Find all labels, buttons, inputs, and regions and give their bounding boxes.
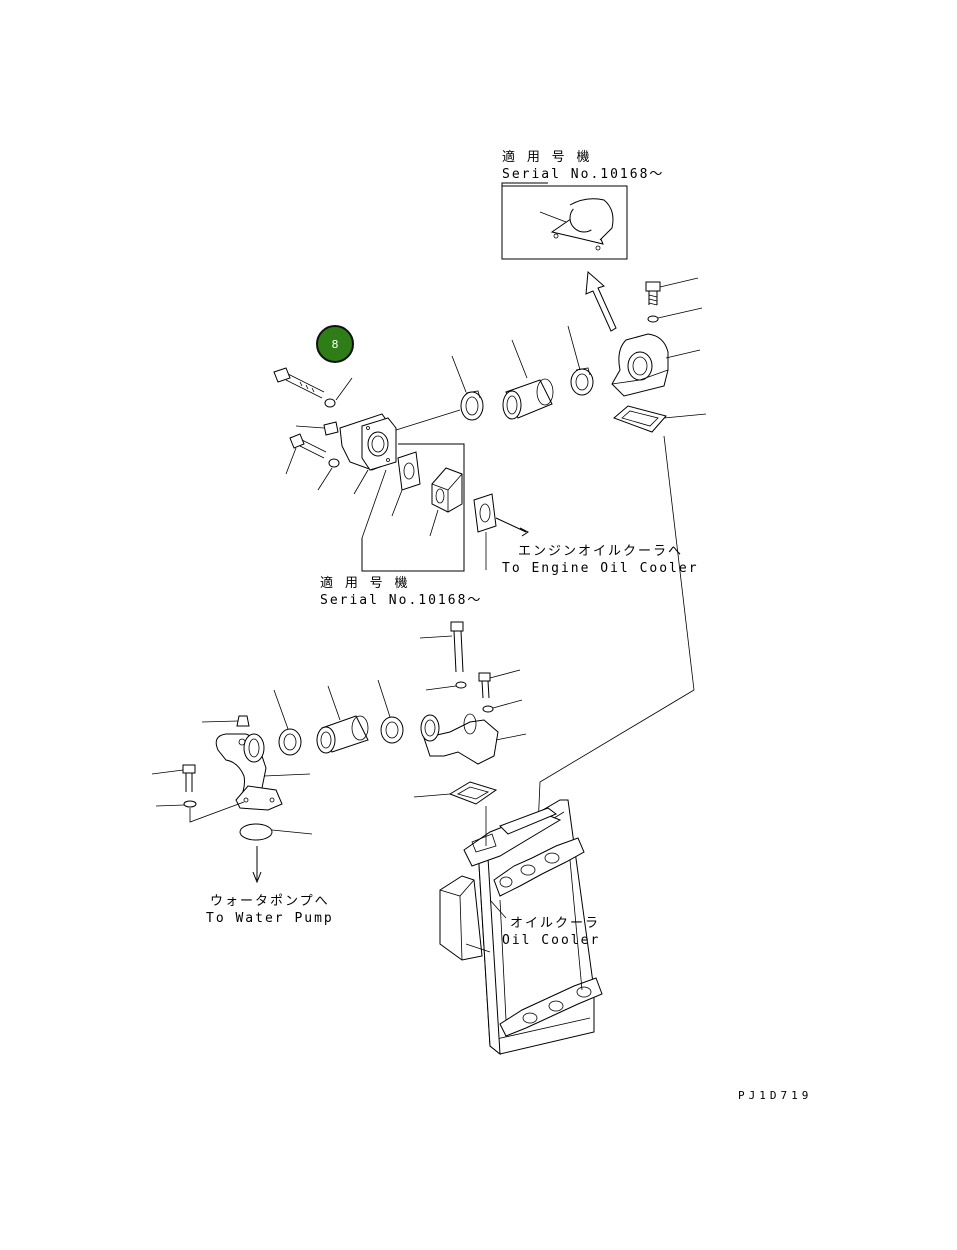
leader-line-right [537, 435, 695, 829]
lower-left-elbow [151, 715, 313, 884]
label-oil-cooler-jp: オイルクーラ [510, 916, 601, 931]
label-serial-top-jp: 適 用 号 機 [502, 150, 592, 165]
label-serial-mid-jp: 適 用 号 機 [320, 576, 410, 591]
lower-hose-assembly [273, 621, 527, 805]
label-oil-cooler-en: Oil Cooler [502, 933, 601, 948]
inset-box-mid [361, 443, 465, 572]
arrow-to-inset [585, 270, 617, 332]
upper-hose-assembly [395, 325, 594, 431]
inset-box-top [501, 182, 628, 260]
label-engine-oil-cooler-en: To Engine Oil Cooler [502, 561, 699, 576]
engine-oil-cooler-gasket [473, 493, 529, 570]
upper-right-elbow [611, 277, 707, 433]
label-serial-top-en: Serial No.10168～ [502, 167, 665, 182]
oil-cooler-body [439, 799, 603, 1056]
label-water-pump-jp: ウォータポンプへ [210, 894, 330, 909]
upper-left-housing [273, 367, 397, 495]
label-engine-oil-cooler-jp: エンジンオイルクーラへ [518, 544, 684, 559]
drawing-code: PJ1D719 [738, 1089, 813, 1102]
callout-badge-8[interactable]: 8 [316, 325, 354, 363]
label-serial-mid-en: Serial No.10168～ [320, 593, 483, 608]
label-water-pump-en: To Water Pump [206, 911, 334, 926]
